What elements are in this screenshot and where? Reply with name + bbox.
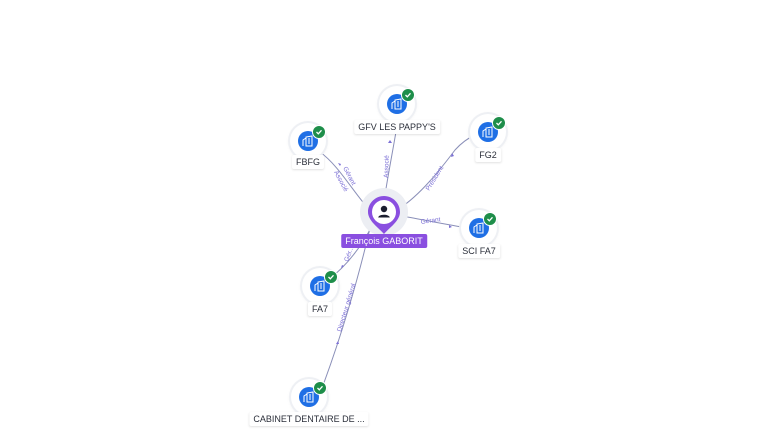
edge-label-fg2-president: Président xyxy=(425,165,446,192)
arrow-fg2 xyxy=(451,153,454,157)
company-label[interactable]: GFV LES PAPPY'S xyxy=(354,120,440,134)
verified-check-icon xyxy=(492,116,506,130)
verified-check-icon xyxy=(324,270,338,284)
arrow-fa7 xyxy=(341,265,344,268)
edge-label-cabinet-dg: Directeur général xyxy=(336,282,357,332)
edge-label-gfv-associe: Associé xyxy=(383,155,391,178)
edge-label-scifa7-gerant: Gérant xyxy=(420,216,441,226)
person-label[interactable]: François GABORIT xyxy=(341,234,427,248)
person-icon xyxy=(368,196,400,234)
company-label[interactable]: FG2 xyxy=(475,148,501,162)
company-label[interactable]: SCI FA7 xyxy=(458,244,500,258)
company-label[interactable]: CABINET DENTAIRE DE ... xyxy=(249,412,369,426)
verified-check-icon xyxy=(312,125,326,139)
verified-check-icon xyxy=(401,88,415,102)
company-label[interactable]: FBFG xyxy=(292,155,324,169)
edges: Gérant Associé Associé Président Gérant … xyxy=(319,119,479,389)
company-label[interactable]: FA7 xyxy=(307,302,333,316)
verified-check-icon xyxy=(483,212,497,226)
arrow-fbfg xyxy=(338,163,341,166)
arrow-cabinet xyxy=(336,341,339,344)
arrow-scifa7 xyxy=(449,225,452,228)
arrow-gfv xyxy=(388,140,392,143)
verified-check-icon xyxy=(313,381,327,395)
